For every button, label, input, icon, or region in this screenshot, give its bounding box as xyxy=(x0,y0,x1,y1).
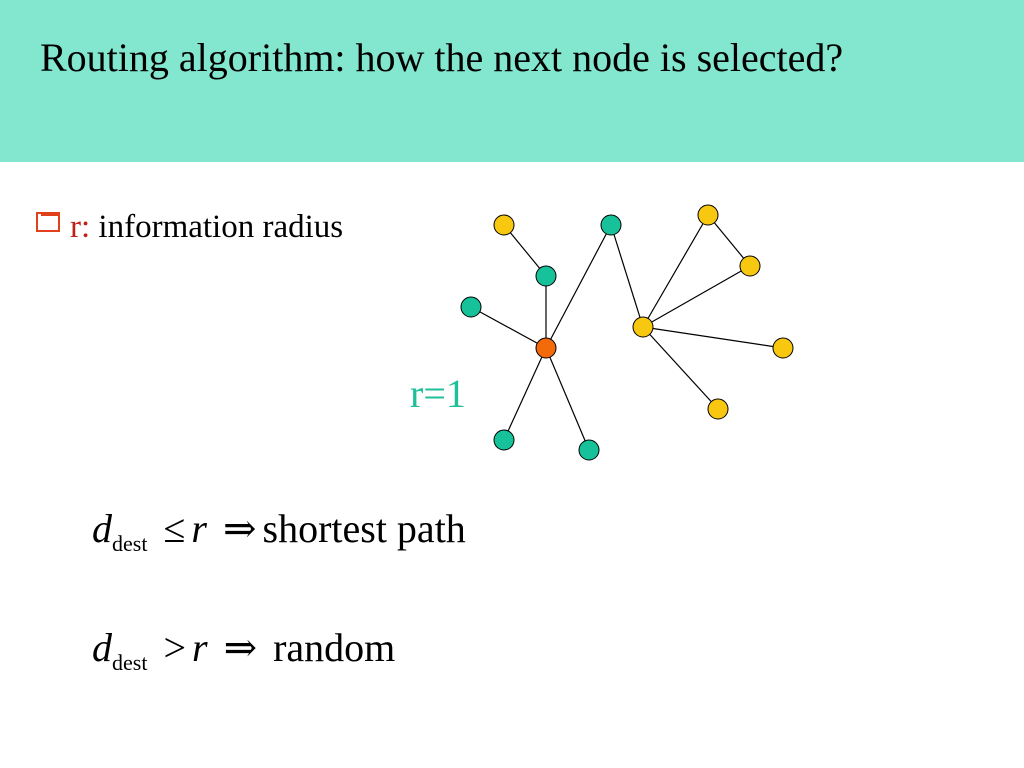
bullet-term: r: xyxy=(70,209,91,245)
edge xyxy=(642,326,719,410)
graph-edges xyxy=(470,214,784,451)
node-teal xyxy=(578,439,600,461)
edge xyxy=(545,224,612,349)
formula-operator: > xyxy=(163,625,187,670)
bullet-square-icon xyxy=(36,212,60,232)
formula-result: shortest path xyxy=(262,506,466,551)
formula-shortest-path: ddest ≤r ⇒shortest path xyxy=(92,505,466,557)
node-teal xyxy=(460,296,482,318)
formula-rhs: r xyxy=(192,625,208,670)
node-yellow xyxy=(739,255,761,277)
bullet-item: r: information radius xyxy=(36,208,343,248)
edge xyxy=(642,214,709,328)
formula-result: random xyxy=(273,625,396,670)
node-yellow xyxy=(632,316,654,338)
edge xyxy=(707,214,751,267)
formula-var: d xyxy=(92,506,112,551)
edge xyxy=(642,326,784,349)
node-yellow xyxy=(697,204,719,226)
node-yellow xyxy=(707,398,729,420)
edge xyxy=(610,224,644,328)
formula-rhs: r xyxy=(191,506,207,551)
node-yellow xyxy=(493,214,515,236)
edge xyxy=(545,347,590,451)
title-bar xyxy=(0,0,1024,162)
slide-title: Routing algorithm: how the next node is … xyxy=(40,35,844,80)
edge xyxy=(503,224,547,277)
edge xyxy=(503,347,547,441)
graph-nodes xyxy=(460,204,794,461)
formula-random: ddest >r ⇒ random xyxy=(92,624,395,676)
implies-symbol: ⇒ xyxy=(223,625,258,670)
node-teal xyxy=(600,214,622,236)
radius-label: r=1 xyxy=(410,371,466,416)
node-teal xyxy=(535,265,557,287)
bullet-definition: information radius xyxy=(98,209,344,245)
implies-symbol: ⇒ xyxy=(222,506,257,551)
node-center xyxy=(535,337,557,359)
formula-operator: ≤ xyxy=(163,506,186,551)
node-yellow xyxy=(772,337,794,359)
node-teal xyxy=(493,429,515,451)
formula-subscript: dest xyxy=(112,650,148,675)
formula-var: d xyxy=(92,625,112,670)
edge xyxy=(642,265,751,328)
formula-subscript: dest xyxy=(112,531,148,556)
edge xyxy=(470,306,547,349)
